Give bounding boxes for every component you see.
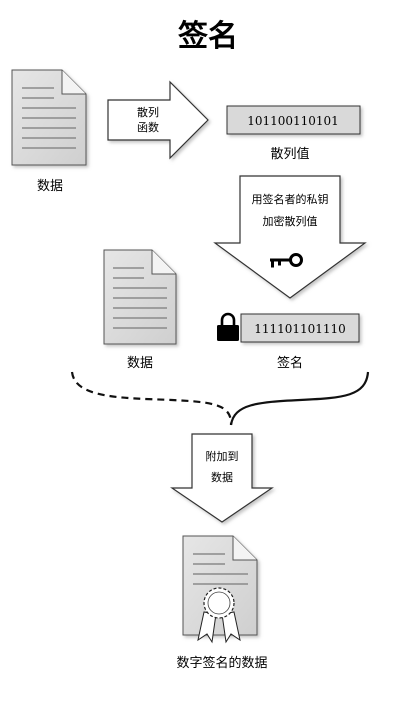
key-icon xyxy=(270,253,303,268)
curly-brace xyxy=(70,371,370,426)
hash-function-arrow xyxy=(107,80,209,160)
document-icon xyxy=(103,249,177,345)
seal-icon xyxy=(197,587,241,644)
hash-value-box xyxy=(226,105,361,135)
signed-data-label: 数字签名的数据 xyxy=(176,655,267,671)
lock-icon xyxy=(217,312,239,341)
signed-document-icon xyxy=(182,535,258,636)
attach-arrow xyxy=(170,433,274,523)
signature-box xyxy=(240,313,360,343)
hash-function-label: 散列 xyxy=(137,105,159,119)
data-label: 数据 xyxy=(127,356,153,371)
encrypt-arrow xyxy=(213,175,367,299)
hash-value-label: 散列值 xyxy=(270,146,309,162)
hash-function-label: 函数 xyxy=(137,121,159,134)
encrypt-label: 用签名者的私钥 xyxy=(252,192,329,206)
encrypt-label: 加密散列值 xyxy=(263,214,318,228)
attach-label: 数据 xyxy=(211,470,233,484)
diagram-title: 签名 xyxy=(178,19,238,54)
data-label: 数据 xyxy=(37,179,63,194)
document-icon xyxy=(11,69,87,166)
hash-bits: 101100110101 xyxy=(247,114,339,128)
signature-bits: 111101101110 xyxy=(254,322,346,336)
attach-label: 附加到 xyxy=(206,449,239,463)
signature-label: 签名 xyxy=(277,355,303,371)
